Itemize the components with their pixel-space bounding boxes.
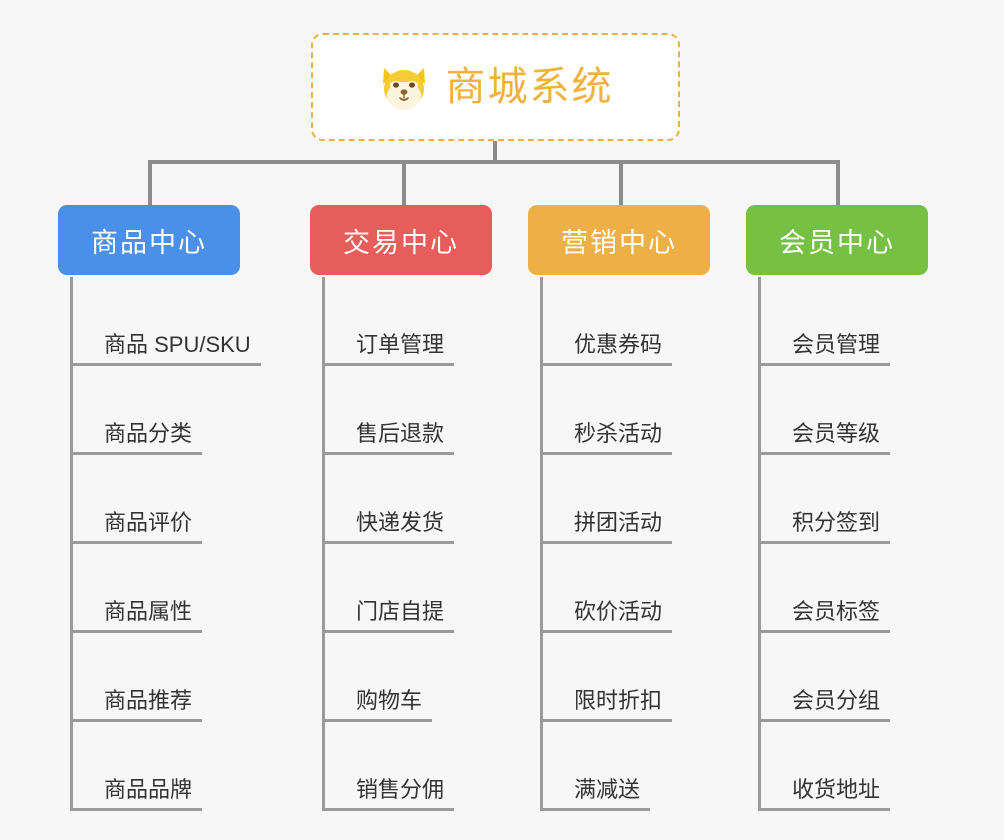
category-label-0: 商品中心 bbox=[91, 227, 207, 258]
leaf-label: 门店自提 bbox=[322, 599, 455, 633]
leaf-column-0: 商品 SPU/SKU 商品分类 商品评价 商品属性 商品推荐 商品品牌 bbox=[70, 277, 261, 811]
leaf-item[interactable]: 限时折扣 bbox=[540, 633, 673, 722]
leaf-item[interactable]: 订单管理 bbox=[322, 277, 455, 366]
connector-drop-2 bbox=[402, 160, 406, 205]
root-node-shop-system[interactable]: 商城系统 bbox=[311, 33, 680, 141]
leaf-label: 商品品牌 bbox=[70, 777, 203, 811]
leaf-label: 商品推荐 bbox=[70, 688, 203, 722]
leaf-label: 会员标签 bbox=[758, 599, 891, 633]
leaf-item[interactable]: 收货地址 bbox=[758, 722, 891, 811]
category-label-3: 会员中心 bbox=[779, 227, 895, 258]
leaf-item[interactable]: 会员分组 bbox=[758, 633, 891, 722]
dog-face-icon bbox=[382, 68, 425, 110]
leaf-label: 秒杀活动 bbox=[540, 421, 673, 455]
leaf-item[interactable]: 会员标签 bbox=[758, 544, 891, 633]
leaf-label: 优惠券码 bbox=[540, 332, 673, 366]
leaf-item[interactable]: 门店自提 bbox=[322, 544, 455, 633]
category-chip-3[interactable]: 会员中心 bbox=[746, 205, 928, 275]
leaf-label: 积分签到 bbox=[758, 510, 891, 544]
leaf-item[interactable]: 拼团活动 bbox=[540, 455, 673, 544]
column-stem-2 bbox=[540, 277, 543, 811]
leaf-column-3: 会员管理 会员等级 积分签到 会员标签 会员分组 收货地址 bbox=[758, 277, 891, 811]
leaf-column-2: 优惠券码 秒杀活动 拼团活动 砍价活动 限时折扣 满减送 bbox=[540, 277, 673, 811]
leaf-label: 商品 SPU/SKU bbox=[70, 332, 261, 366]
leaf-column-1: 订单管理 售后退款 快递发货 门店自提 购物车 销售分佣 bbox=[322, 277, 455, 811]
leaf-label: 商品属性 bbox=[70, 599, 203, 633]
leaf-label: 销售分佣 bbox=[322, 777, 455, 811]
connector-root-stem bbox=[493, 141, 497, 163]
leaf-item[interactable]: 商品属性 bbox=[70, 544, 261, 633]
leaf-label: 快递发货 bbox=[322, 510, 455, 544]
leaf-item[interactable]: 优惠券码 bbox=[540, 277, 673, 366]
connector-bus bbox=[148, 160, 840, 164]
leaf-label: 商品分类 bbox=[70, 421, 203, 455]
leaf-item[interactable]: 售后退款 bbox=[322, 366, 455, 455]
leaf-item[interactable]: 商品 SPU/SKU bbox=[70, 277, 261, 366]
leaf-item[interactable]: 会员等级 bbox=[758, 366, 891, 455]
leaf-label: 限时折扣 bbox=[540, 688, 673, 722]
leaf-label: 购物车 bbox=[322, 688, 433, 722]
leaf-label: 拼团活动 bbox=[540, 510, 673, 544]
leaf-item[interactable]: 快递发货 bbox=[322, 455, 455, 544]
column-stem-0 bbox=[70, 277, 73, 811]
leaf-item[interactable]: 购物车 bbox=[322, 633, 454, 722]
leaf-label: 会员管理 bbox=[758, 332, 891, 366]
leaf-item[interactable]: 销售分佣 bbox=[322, 722, 455, 811]
leaf-label: 订单管理 bbox=[322, 332, 455, 366]
category-chip-1[interactable]: 交易中心 bbox=[310, 205, 492, 275]
leaf-item[interactable]: 商品分类 bbox=[70, 366, 261, 455]
leaf-label: 会员等级 bbox=[758, 421, 891, 455]
leaf-label: 砍价活动 bbox=[540, 599, 673, 633]
connector-drop-3 bbox=[619, 160, 623, 205]
category-label-2: 营销中心 bbox=[561, 227, 677, 258]
leaf-item[interactable]: 砍价活动 bbox=[540, 544, 673, 633]
column-stem-3 bbox=[758, 277, 761, 811]
leaf-label: 会员分组 bbox=[758, 688, 891, 722]
leaf-label: 商品评价 bbox=[70, 510, 203, 544]
leaf-item[interactable]: 会员管理 bbox=[758, 277, 891, 366]
category-label-1: 交易中心 bbox=[343, 227, 459, 258]
leaf-item[interactable]: 商品品牌 bbox=[70, 722, 261, 811]
column-stem-1 bbox=[322, 277, 325, 811]
category-chip-2[interactable]: 营销中心 bbox=[528, 205, 710, 275]
leaf-item[interactable]: 商品推荐 bbox=[70, 633, 261, 722]
leaf-item[interactable]: 商品评价 bbox=[70, 455, 261, 544]
leaf-item[interactable]: 秒杀活动 bbox=[540, 366, 673, 455]
root-node-title: 商城系统 bbox=[445, 65, 614, 109]
leaf-label: 收货地址 bbox=[758, 777, 891, 811]
connector-drop-1 bbox=[148, 160, 152, 205]
leaf-label: 满减送 bbox=[540, 777, 651, 811]
leaf-item[interactable]: 满减送 bbox=[540, 722, 672, 811]
category-chip-0[interactable]: 商品中心 bbox=[58, 205, 240, 275]
connector-drop-4 bbox=[836, 160, 840, 205]
leaf-label: 售后退款 bbox=[322, 421, 455, 455]
leaf-item[interactable]: 积分签到 bbox=[758, 455, 891, 544]
